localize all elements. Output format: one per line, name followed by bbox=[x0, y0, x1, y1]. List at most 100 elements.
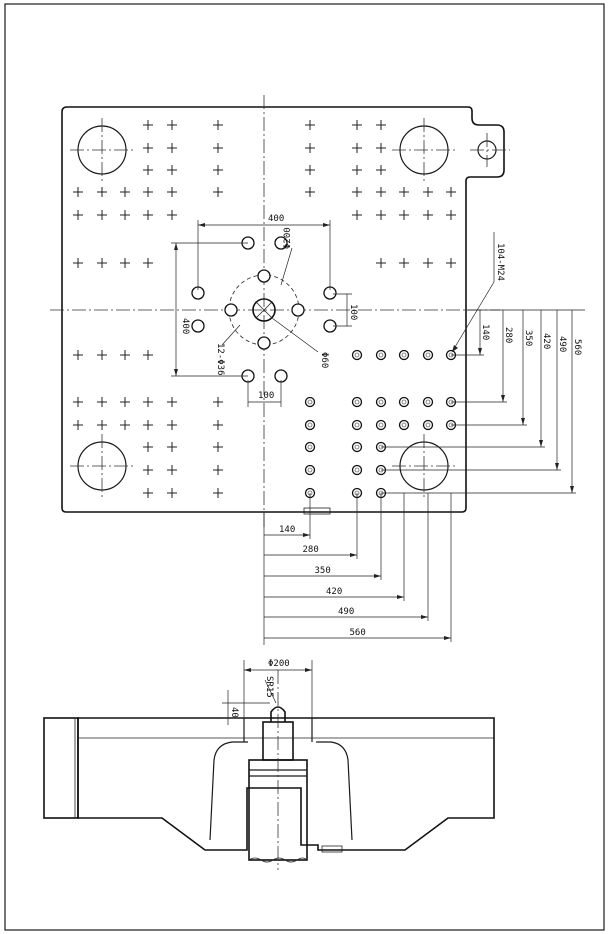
tapped-hole-mark bbox=[73, 187, 83, 197]
bottom-dim-label: 420 bbox=[326, 587, 342, 597]
tapped-hole-mark bbox=[120, 420, 130, 430]
right-dim: 420 bbox=[381, 310, 551, 448]
phi36-hole bbox=[274, 236, 288, 250]
bottom-dim: 280 bbox=[264, 493, 358, 559]
bottom-dim-label: 490 bbox=[338, 607, 354, 617]
m24-hole bbox=[422, 419, 434, 431]
svg-text:Φ200: Φ200 bbox=[268, 659, 290, 669]
right-dim-label: 140 bbox=[480, 324, 490, 340]
tapped-hole-mark bbox=[213, 143, 223, 153]
tapped-hole-mark bbox=[399, 187, 409, 197]
side-dim-phi200: Φ200 bbox=[243, 659, 313, 718]
m24-hole bbox=[304, 441, 316, 453]
tapped-hole-mark bbox=[167, 397, 177, 407]
m24-hole bbox=[351, 349, 363, 361]
m24-hole bbox=[398, 419, 410, 431]
side-view: Φ200 SR15 40 bbox=[43, 659, 495, 870]
tapped-hole-mark bbox=[97, 210, 107, 220]
side-platen-body bbox=[77, 717, 495, 851]
bottom-dim: 140 bbox=[264, 493, 311, 539]
bottom-dim-label: 280 bbox=[303, 545, 319, 555]
right-dim-label: 490 bbox=[557, 336, 567, 352]
tapped-hole-mark bbox=[376, 258, 386, 268]
side-dim-sr15: SR15 bbox=[264, 676, 277, 704]
tapped-hole-mark bbox=[167, 210, 177, 220]
tapped-hole-mark bbox=[352, 143, 362, 153]
tapped-hole-mark bbox=[143, 120, 153, 130]
phi36-hole bbox=[257, 269, 271, 283]
phi36-hole bbox=[191, 319, 205, 333]
dim-phi60-leader: Φ60 bbox=[271, 317, 329, 368]
m24-hole bbox=[304, 396, 316, 408]
mold-mounting-holes bbox=[191, 236, 457, 499]
tapped-hole-mark bbox=[120, 397, 130, 407]
dim-12-phi36-leader: 12-Φ36 bbox=[215, 324, 241, 376]
tapped-hole-mark bbox=[97, 420, 107, 430]
tapped-hole-mark bbox=[376, 120, 386, 130]
tapped-hole-mark bbox=[120, 350, 130, 360]
m24-hole bbox=[351, 396, 363, 408]
tapped-hole-mark bbox=[143, 350, 153, 360]
tapped-hole-mark bbox=[399, 258, 409, 268]
bottom-dim: 560 bbox=[264, 493, 452, 642]
tapped-hole-mark bbox=[167, 165, 177, 175]
tapped-hole-mark bbox=[213, 442, 223, 452]
tapped-hole-mark bbox=[213, 465, 223, 475]
tapped-hole-mark bbox=[167, 143, 177, 153]
tapped-hole-mark bbox=[73, 350, 83, 360]
tapped-hole-mark bbox=[97, 350, 107, 360]
tapped-hole-mark bbox=[167, 442, 177, 452]
bottom-dim: 350 bbox=[264, 493, 382, 580]
tapped-hole-mark bbox=[446, 187, 456, 197]
side-dim-40: 40 bbox=[222, 690, 270, 725]
tapped-hole-mark bbox=[305, 143, 315, 153]
svg-text:100: 100 bbox=[348, 304, 358, 320]
tapped-hole-mark bbox=[73, 258, 83, 268]
tapped-hole-mark bbox=[446, 210, 456, 220]
m24-hole bbox=[304, 464, 316, 476]
tapped-hole-mark bbox=[97, 397, 107, 407]
svg-text:104-M24: 104-M24 bbox=[495, 243, 505, 281]
tapped-hole-mark bbox=[376, 187, 386, 197]
m24-hole bbox=[351, 464, 363, 476]
tapped-hole-mark bbox=[305, 187, 315, 197]
side-left-block bbox=[43, 717, 79, 819]
svg-text:SR15: SR15 bbox=[264, 676, 274, 698]
platen-outline bbox=[61, 106, 505, 513]
tapped-hole-mark bbox=[167, 488, 177, 498]
tapped-hole-mark bbox=[213, 420, 223, 430]
right-dim: 350 bbox=[451, 310, 533, 426]
bottom-slot bbox=[303, 507, 331, 515]
tapped-hole-mark bbox=[97, 187, 107, 197]
right-dim: 140 bbox=[451, 310, 490, 356]
right-dim-label: 560 bbox=[572, 339, 582, 355]
tapped-hole-mark bbox=[143, 488, 153, 498]
tapped-hole-mark bbox=[120, 258, 130, 268]
tapped-hole-mark bbox=[143, 187, 153, 197]
right-dim-label: 420 bbox=[541, 333, 551, 349]
m24-hole bbox=[422, 396, 434, 408]
bottom-dim: 490 bbox=[264, 493, 429, 621]
tapped-hole-mark bbox=[376, 143, 386, 153]
tapped-hole-mark bbox=[73, 210, 83, 220]
m24-hole bbox=[375, 349, 387, 361]
tapped-hole-mark bbox=[143, 397, 153, 407]
svg-text:40: 40 bbox=[229, 707, 239, 718]
tapped-hole-mark bbox=[352, 165, 362, 175]
bottom-dim-label: 560 bbox=[350, 628, 366, 638]
phi36-hole bbox=[291, 303, 305, 317]
m24-hole bbox=[422, 349, 434, 361]
tapped-hole-mark bbox=[213, 397, 223, 407]
tapped-hole-mark bbox=[376, 165, 386, 175]
tapped-hole-mark bbox=[305, 165, 315, 175]
tapped-hole-mark bbox=[143, 442, 153, 452]
tapped-hole-mark bbox=[97, 258, 107, 268]
tapped-hole-mark bbox=[213, 187, 223, 197]
svg-text:12-Φ36: 12-Φ36 bbox=[215, 343, 225, 376]
bottom-dim-label: 140 bbox=[279, 525, 295, 535]
m24-hole bbox=[398, 349, 410, 361]
tapped-hole-mark bbox=[143, 465, 153, 475]
tapped-hole-mark bbox=[73, 420, 83, 430]
